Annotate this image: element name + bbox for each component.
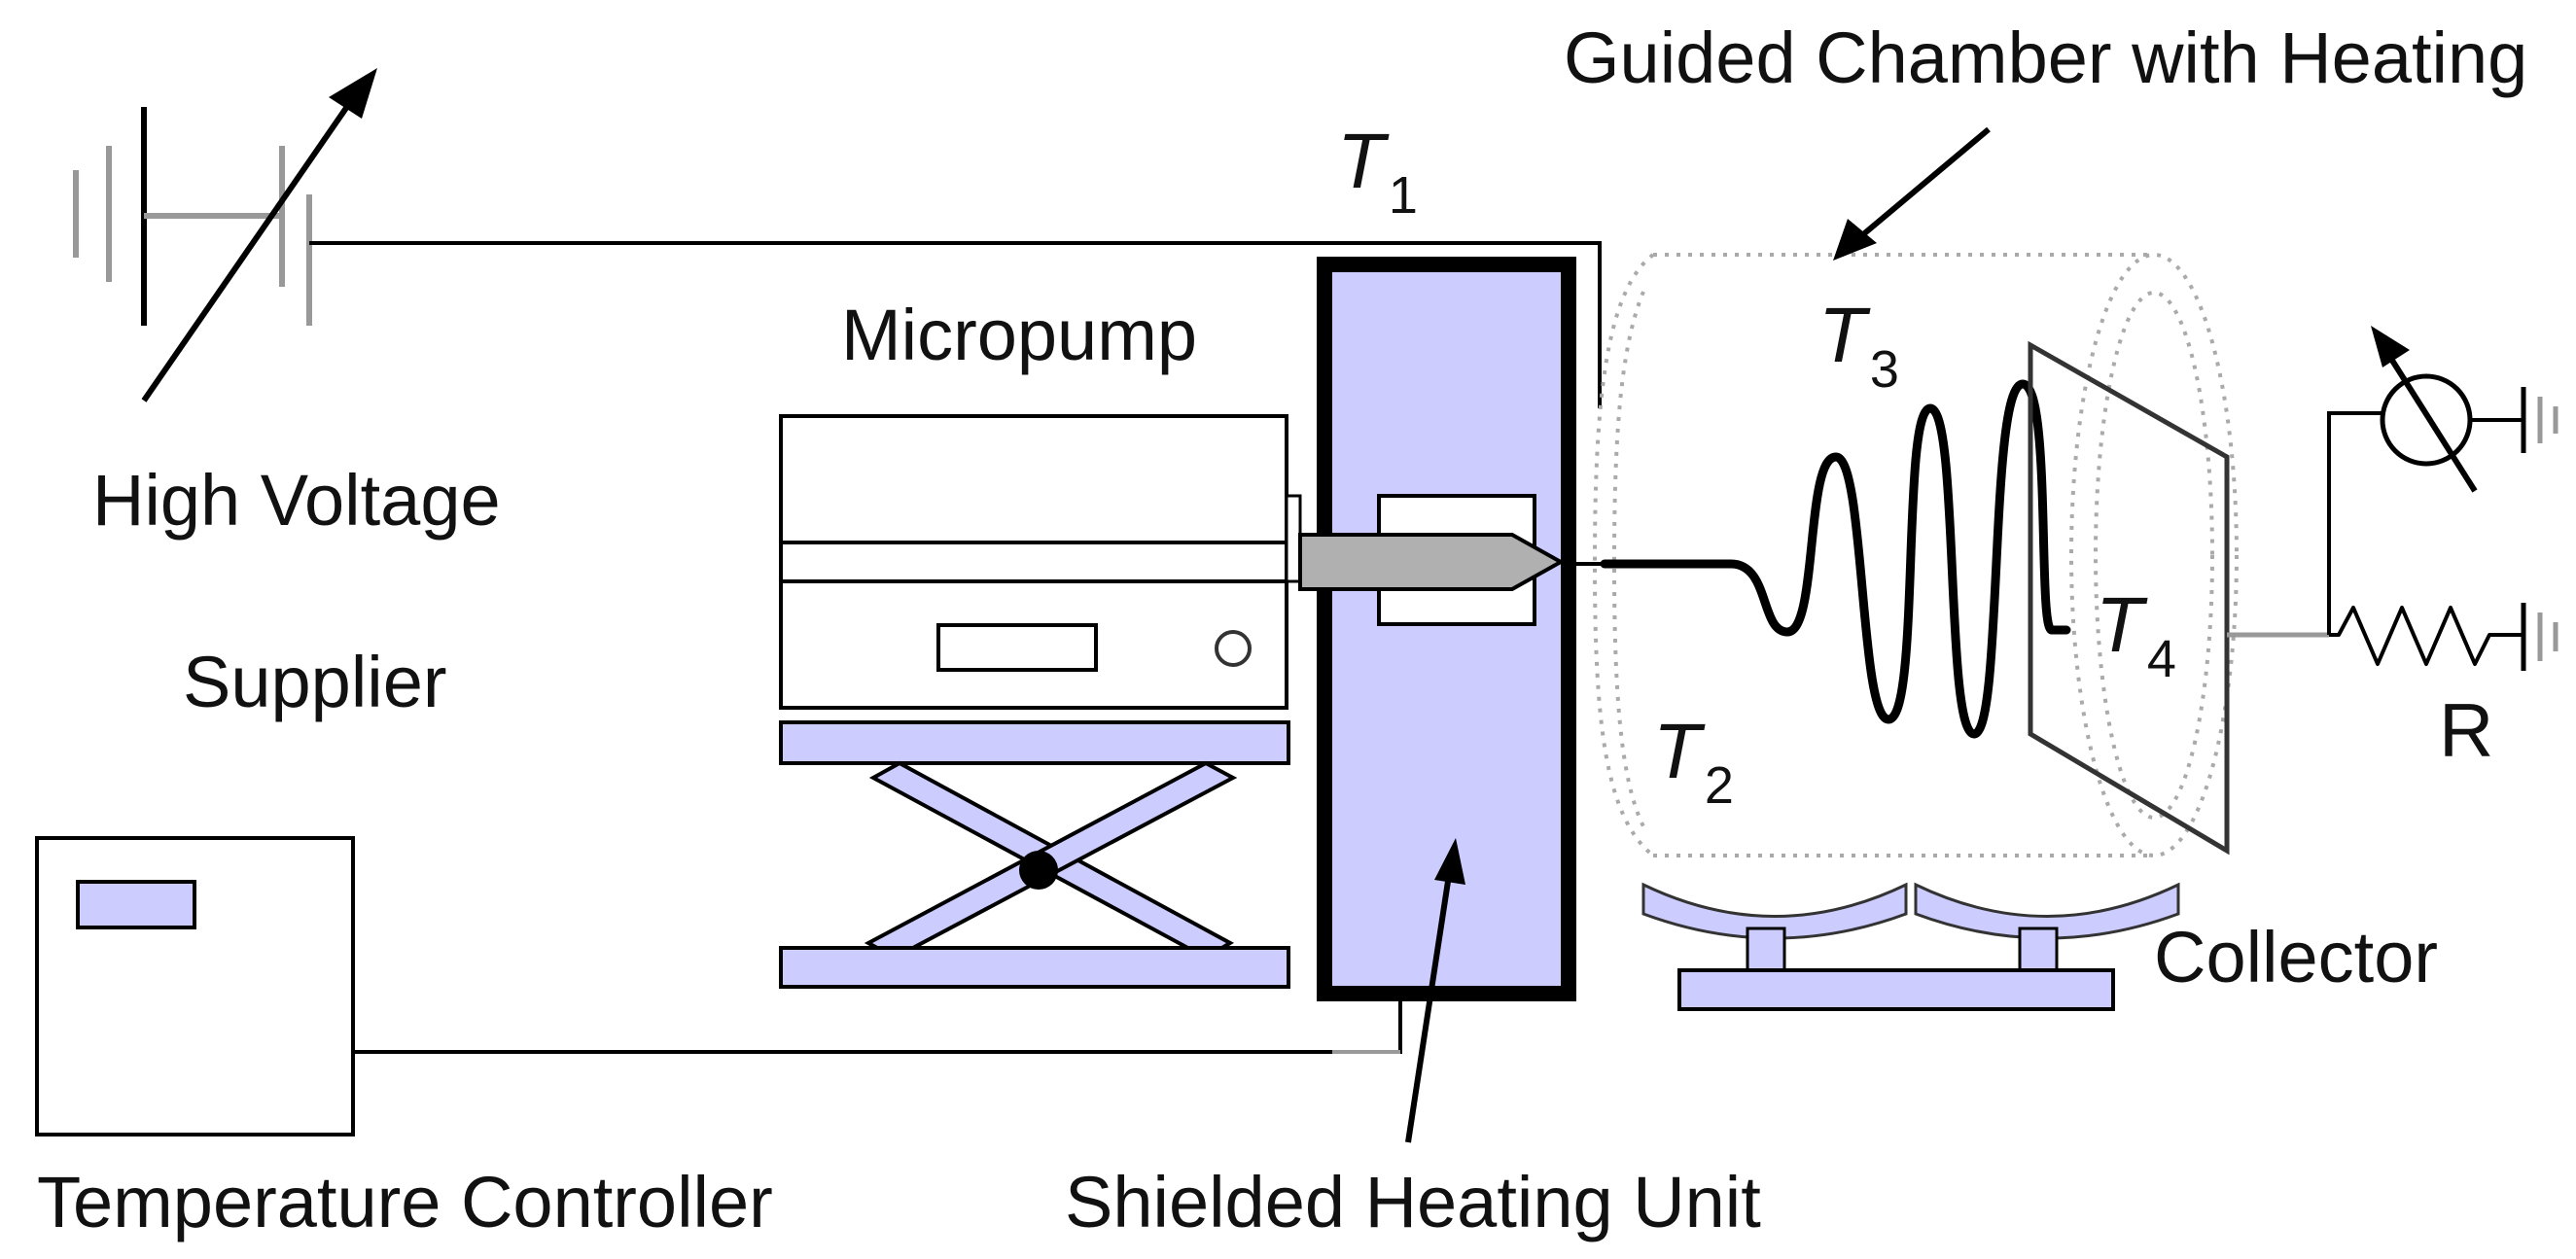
t4-label: T4 <box>2096 581 2176 688</box>
ammeter-icon <box>2371 326 2478 493</box>
temperature-controller <box>35 836 355 1137</box>
resistor-icon <box>2329 606 2523 666</box>
heating-unit-arrow <box>1405 838 1465 1143</box>
hv-label-line1: High Voltage <box>92 460 501 541</box>
ground-icon <box>2521 603 2558 671</box>
chamber-label: Guided Chamber with Heating <box>1564 17 2527 98</box>
ground-icon <box>2521 387 2558 453</box>
micropump-label: Micropump <box>841 295 1197 375</box>
pump-knob <box>1215 630 1252 667</box>
output-circuit <box>2327 326 2558 671</box>
pump-outlet <box>1285 494 1302 583</box>
micropump <box>779 414 1302 710</box>
t3-label: T3 <box>1818 292 1899 399</box>
hv-label-line2: Supplier <box>183 642 447 722</box>
collector-label: Collector <box>2154 917 2438 997</box>
scissor-lift <box>779 720 1290 989</box>
t1-label: T1 <box>1337 118 1418 225</box>
pump-display <box>936 623 1098 672</box>
collector-plate <box>2028 340 2230 856</box>
controller-wire <box>353 994 1402 1054</box>
fiber-jet <box>1600 379 2071 739</box>
resistor-label: R <box>2439 687 2493 773</box>
chamber-arrow <box>1833 126 1991 261</box>
temperature-controller-label: Temperature Controller <box>37 1162 773 1242</box>
guided-chamber <box>1592 253 2239 857</box>
t2-label: T2 <box>1653 708 1734 815</box>
top-wire <box>309 241 1602 408</box>
heating-unit-label: Shielded Heating Unit <box>1065 1162 1761 1242</box>
chamber-stand <box>1641 882 2180 1011</box>
variable-dc-source-icon <box>73 68 377 402</box>
controller-display <box>76 880 196 929</box>
syringe-needle <box>1298 533 1605 591</box>
